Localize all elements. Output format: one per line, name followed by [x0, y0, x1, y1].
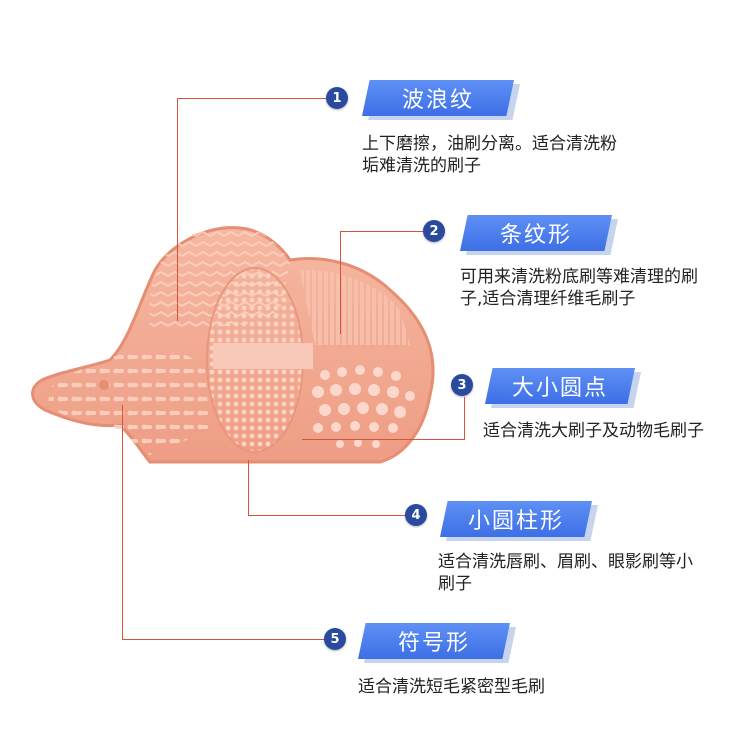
feature-title-tag: 大小圆点 [485, 368, 635, 404]
leader-line-3 [302, 397, 465, 440]
feature-title-tag: 条纹形 [460, 215, 612, 251]
feature-number-badge: 3 [451, 374, 473, 396]
feature-title-tag: 小圆柱形 [440, 501, 592, 537]
feature-number-badge: 1 [326, 87, 348, 109]
feature-description: 上下磨擦，油刷分离。适合清洗粉垢难清洗的刷子 [362, 134, 617, 176]
feature-number-badge: 2 [423, 220, 445, 242]
feature-description: 适合清洗唇刷、眉刷、眼影刷等小刷子 [438, 552, 693, 594]
feature-title-tag: 符号形 [358, 623, 510, 659]
feature-title-tag: 波浪纹 [362, 80, 514, 116]
feature-description: 可用来清洗粉底刷等难清理的刷子,适合清理纤维毛刷子 [460, 267, 698, 309]
leader-line-5 [122, 405, 325, 640]
feature-number-badge: 5 [324, 628, 346, 650]
feature-description: 适合清洗大刷子及动物毛刷子 [483, 421, 704, 441]
leader-line-2 [340, 231, 426, 334]
leader-line-1 [177, 98, 333, 321]
leader-line-4 [248, 460, 409, 516]
feature-description: 适合清洗短毛紧密型毛刷 [358, 677, 545, 697]
feature-number-badge: 4 [405, 504, 427, 526]
